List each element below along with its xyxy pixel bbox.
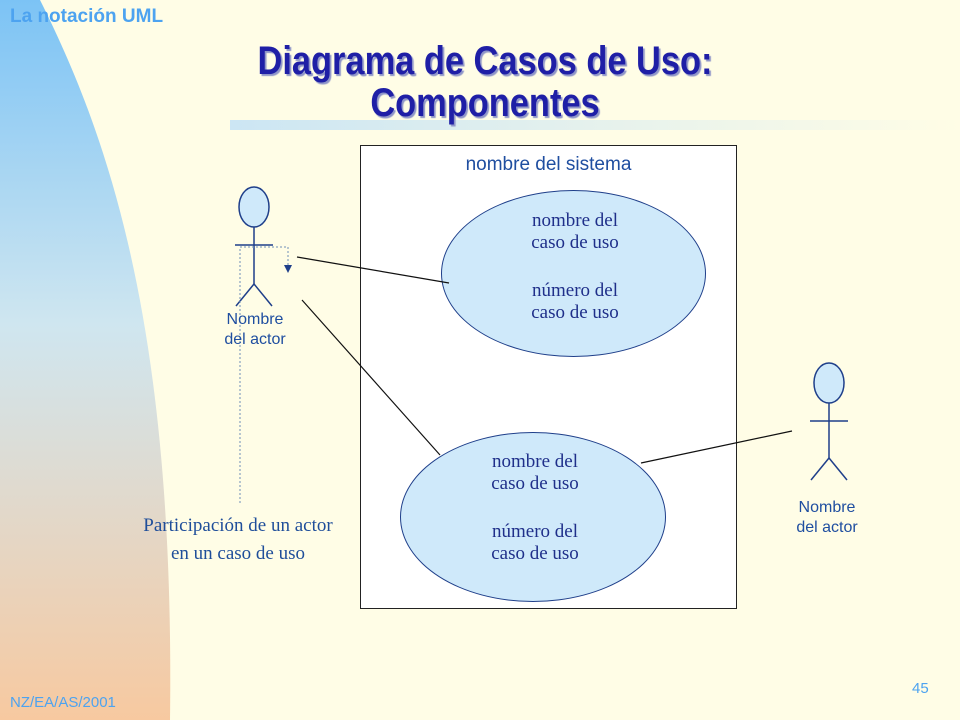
actor-1-label: Nombre del actor [200, 310, 310, 350]
use-case-1-text: nombre del caso de uso número del caso d… [490, 210, 660, 324]
participation-annotation: Participación de un actor en un caso de … [112, 512, 364, 568]
page-number: 45 [912, 680, 929, 697]
participation-annotation-line-1: Participación de un actor [143, 515, 333, 536]
system-name: nombre del sistema [465, 154, 632, 175]
slide-title-line-2: Componentes [370, 81, 600, 125]
use-case-2-name-line-1: nombre del [491, 451, 578, 472]
use-case-2-name-line-2: caso de uso [491, 473, 579, 494]
use-case-1-number-line-2: caso de uso [531, 302, 619, 323]
use-case-1-name-line-2: caso de uso [531, 232, 619, 253]
slide-title: Diagrama de Casos de Uso: Componentes [68, 40, 902, 124]
use-case-1 [441, 190, 706, 357]
actor-2-label-line-2: del actor [796, 519, 858, 536]
participation-annotation-line-2: en un caso de uso [170, 543, 306, 564]
presentation-header: La notación UML [10, 6, 164, 27]
use-case-1-name-line-1: nombre del [531, 210, 618, 231]
actor-2-label: Nombre del actor [772, 498, 882, 538]
use-case-2 [400, 432, 666, 602]
actor-2-label-line-1: Nombre [798, 499, 856, 516]
title-underline-band [230, 120, 960, 130]
use-case-2-number-line-1: número del [491, 521, 578, 542]
slide-title-line-1: Diagrama de Casos de Uso: [257, 39, 713, 83]
actor-1-label-line-1: Nombre [226, 311, 284, 328]
use-case-2-text: nombre del caso de uso número del caso d… [450, 451, 620, 565]
use-case-2-number-line-2: caso de uso [491, 543, 579, 564]
left-wave-shape [0, 0, 171, 720]
footer-author: NZ/EA/AS/2001 [10, 694, 116, 711]
use-case-1-number-line-1: número del [531, 280, 618, 301]
actor-1-label-line-2: del actor [224, 331, 286, 348]
